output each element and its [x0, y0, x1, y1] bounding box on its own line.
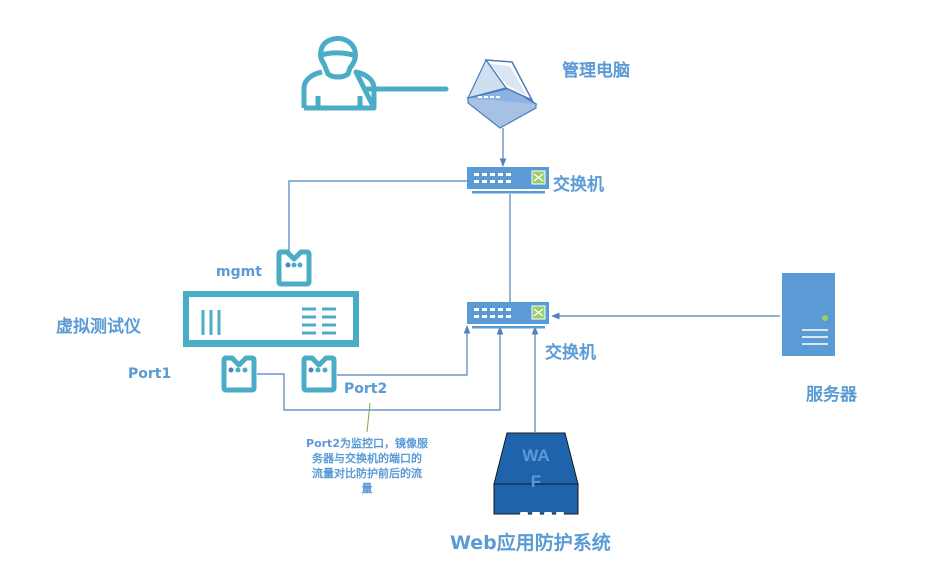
port-mgmt-label: mgmt [216, 264, 262, 280]
switch-middle-label: 交换机 [545, 343, 596, 363]
edge-port2-switch-middle [337, 325, 471, 376]
port2-label: Port2 [344, 381, 388, 397]
waf-icon [493, 432, 579, 515]
appliance-icon [183, 291, 359, 347]
annotation-line: 务器与交换机的端口的 [312, 452, 422, 465]
switch-top-icon [467, 167, 549, 194]
port2-annotation: Port2为监控口，镜像服 务器与交换机的端口的 流量对比防护前后的流 量 [292, 436, 442, 496]
port1-icon [221, 355, 257, 393]
annotation-line: 流量对比防护前后的流 [312, 467, 422, 480]
server-label: 服务器 [806, 385, 857, 405]
annotation-leader-line [366, 402, 371, 433]
user-icon [301, 35, 377, 111]
switch-top-label: 交换机 [553, 175, 604, 195]
switch-middle-icon [467, 302, 549, 329]
waf-device-text-line1: WA [522, 446, 550, 465]
virtual-tester-label: 虚拟测试仪 [56, 317, 141, 337]
annotation-line: 量 [361, 482, 373, 495]
edge-port1-switch-middle [257, 326, 504, 411]
laptop-icon [466, 58, 538, 129]
management-pc-label: 管理电脑 [562, 61, 630, 81]
port2-icon [301, 355, 337, 393]
waf-label: Web应用防护系统 [450, 532, 611, 554]
edge-switch-top-mgmt [285, 180, 467, 263]
port-mgmt-icon [276, 249, 312, 287]
server-icon [782, 273, 835, 356]
connections [257, 128, 780, 432]
port1-label: Port1 [128, 366, 172, 382]
waf-device-text-line2: F [530, 472, 542, 491]
annotation-line: Port2为监控口，镜像服 [306, 437, 428, 450]
